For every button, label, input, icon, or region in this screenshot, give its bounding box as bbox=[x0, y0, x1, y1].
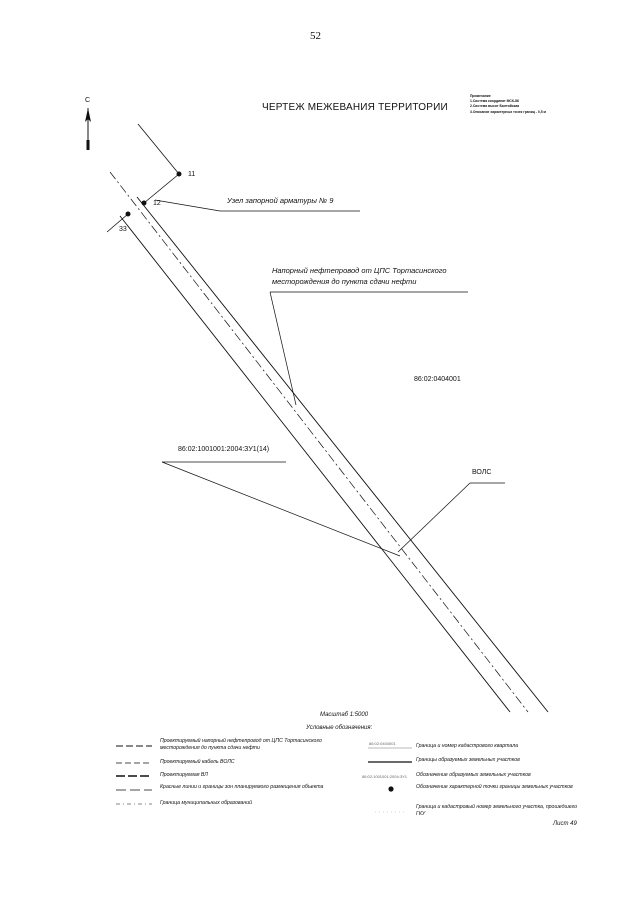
legend-item-red-lines: Красные линии и границы зон планируемого… bbox=[160, 784, 324, 790]
point-11-dot bbox=[176, 171, 182, 177]
notes-heading: Примечание bbox=[470, 94, 491, 98]
note-item: 1.Система координат МСК-86 bbox=[470, 99, 519, 104]
point-33-dot bbox=[125, 211, 131, 217]
parcel-label-leader bbox=[161, 461, 401, 557]
legend-item-pipeline: Проектируемый напорный нефтепровод от ЦП… bbox=[160, 738, 322, 751]
pipeline-axis bbox=[109, 171, 529, 713]
note-item: 2.Система высот Балтийская bbox=[470, 104, 520, 109]
point-12-dot bbox=[141, 200, 147, 206]
page-number: 52 bbox=[310, 30, 321, 42]
legend-item-power-line: Проектируемая ВЛ bbox=[160, 772, 208, 778]
pipeline-corridor-left-edge bbox=[119, 215, 511, 713]
pipeline-corridor-right-edge bbox=[136, 196, 549, 713]
sheet-number: Лист 49 bbox=[553, 821, 577, 827]
legend-item-fiber-cable: Проектируемый кабель ВОЛС bbox=[160, 759, 235, 765]
pipeline-label-leader bbox=[269, 291, 297, 406]
fiber-label: ВОЛС bbox=[472, 469, 492, 476]
legend-item-registered-parcel: Граница и кадастровый номер земельного у… bbox=[416, 804, 578, 817]
legend-item-parcel-label: Обозначение образуемых земельных участко… bbox=[416, 772, 531, 778]
north-arrow-icon bbox=[85, 108, 91, 150]
note-item: 3.Описание характерных точек границ - 0,… bbox=[470, 109, 547, 114]
point-11-label: 11 bbox=[188, 171, 196, 178]
point-dot-icon bbox=[388, 786, 394, 792]
block-number-label: 86:02:0404001 bbox=[414, 376, 461, 383]
parcel-number-label: 86:02:1001001:2004:ЗУ1(14) bbox=[178, 446, 270, 453]
scale-label: Масштаб 1:5000 bbox=[320, 712, 369, 718]
legend-heading: Условные обозначения: bbox=[306, 725, 373, 731]
corridor-upper-line bbox=[137, 123, 180, 175]
legend-item-block-boundary: Граница и номер кадастрового квартала bbox=[416, 743, 519, 749]
point-33-label: 33 bbox=[119, 226, 127, 233]
block-number-sample: 86:02:0404001 bbox=[369, 741, 396, 746]
legend-item-parcel-boundary: Границы образуемых земельных участков bbox=[416, 757, 520, 763]
parcel-label-sample: 86:02:1001001:2004:ЗУ1 bbox=[362, 774, 407, 779]
drawing-title: ЧЕРТЕЖ МЕЖЕВАНИЯ ТЕРРИТОРИИ bbox=[262, 102, 448, 113]
notes-block: Примечание 1.Система координат МСК-86 2.… bbox=[470, 94, 546, 115]
fiber-label-leader bbox=[397, 482, 471, 553]
valve-node-leader bbox=[154, 199, 221, 212]
north-letter: С bbox=[85, 97, 91, 104]
corridor-link-line bbox=[143, 173, 180, 204]
point-12-label: 12 bbox=[153, 200, 161, 207]
valve-node-label: Узел запорной арматуры № 9 bbox=[227, 196, 334, 205]
parcel-left-line bbox=[106, 213, 129, 233]
legend-item-municipal: Граница муниципальных образований bbox=[160, 800, 252, 806]
legend-item-point: Обозначение характерной точки границы зе… bbox=[416, 784, 573, 790]
pipeline-label-line2: месторождения до пункта сдачи нефти bbox=[272, 277, 417, 286]
pipeline-label-line1: Напорный нефтепровод от ЦПС Тортасинског… bbox=[272, 266, 447, 275]
